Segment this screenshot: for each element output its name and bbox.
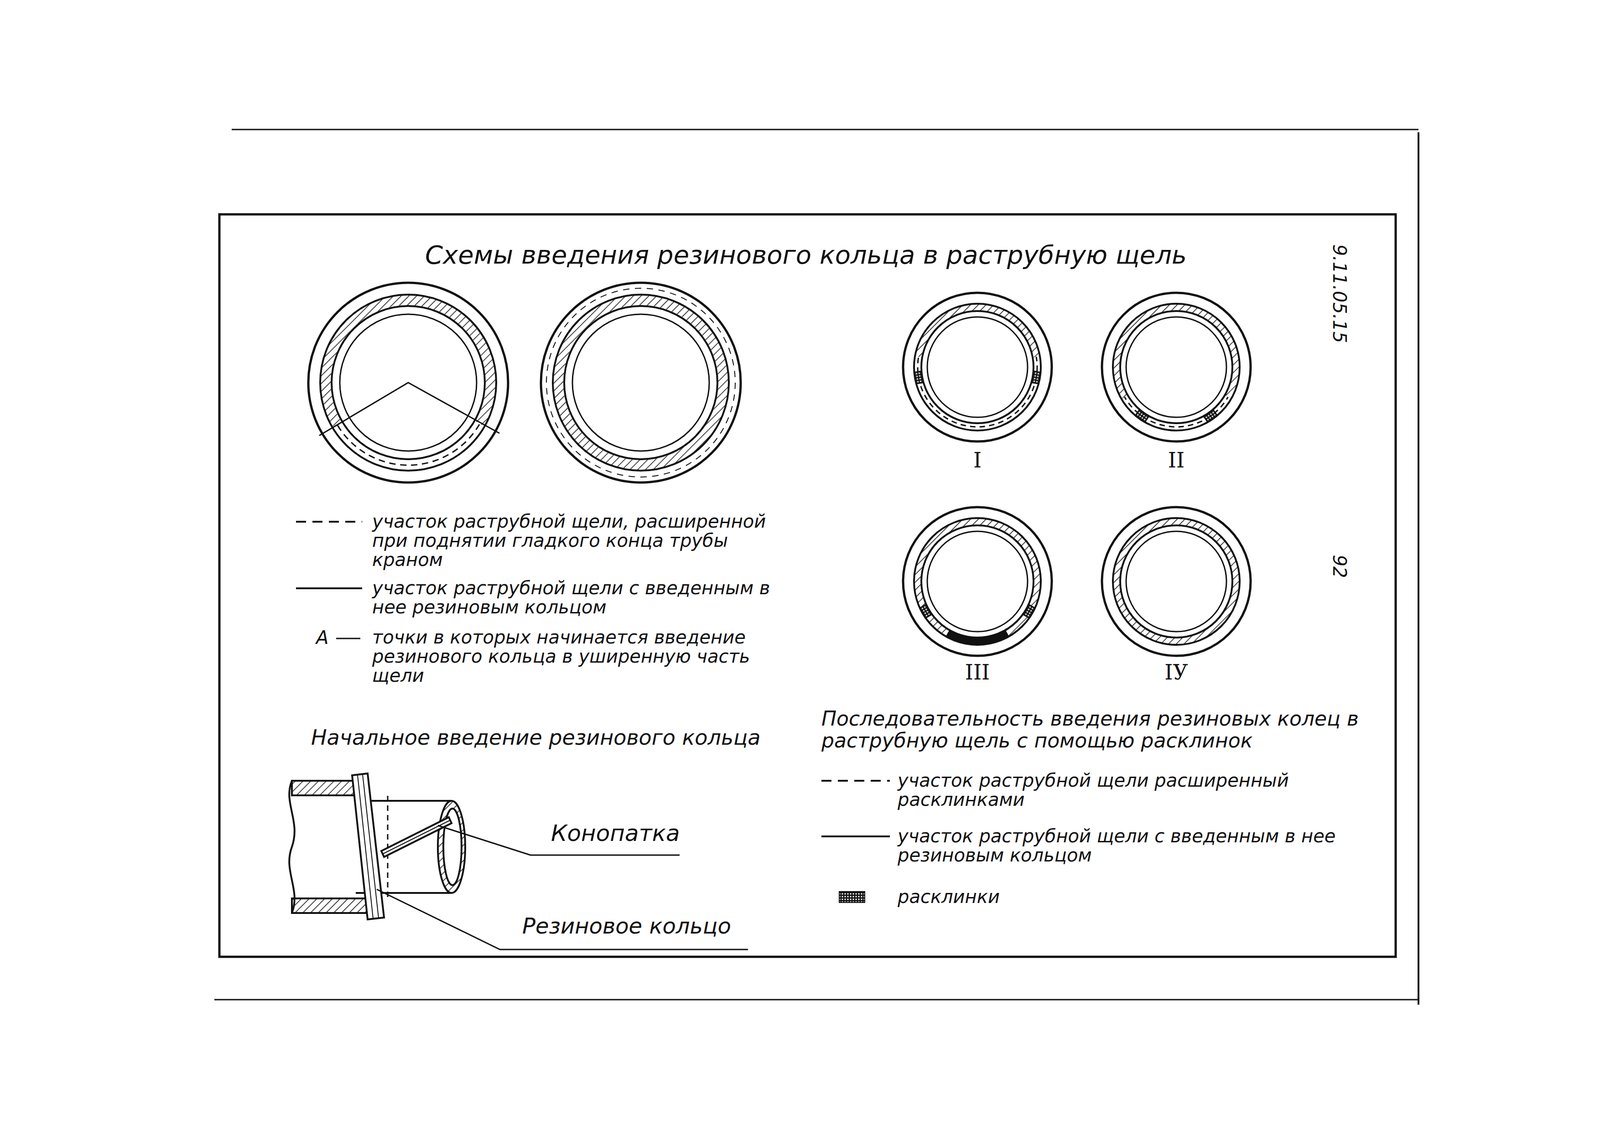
part-label: Конопатка bbox=[550, 820, 681, 847]
joint-section-symbol bbox=[899, 503, 1055, 660]
pipe-section-one bbox=[308, 282, 509, 483]
sequence-step-circle: II bbox=[1098, 289, 1254, 445]
legend-item: участок раструбной щели с введенным в не… bbox=[897, 826, 1382, 865]
legend-sample bbox=[296, 511, 363, 531]
figure-caption: Начальное введение резинового кольца bbox=[311, 726, 761, 750]
legend-text: участок раструбной щели с введенным в не… bbox=[372, 577, 770, 618]
legend-sample bbox=[296, 578, 363, 598]
label-text: 9.11.05.15 bbox=[1329, 244, 1351, 343]
legend-letter: А bbox=[316, 627, 329, 648]
legend-sample bbox=[821, 770, 890, 790]
legend-item: точки в которых начинается введение рези… bbox=[372, 627, 801, 686]
joint-section-symbol bbox=[899, 289, 1055, 445]
legend-sample bbox=[838, 887, 866, 907]
joint-section-symbol bbox=[1098, 503, 1254, 660]
step-number: III bbox=[899, 660, 1055, 685]
legend-text: участок раструбной щели расширенный раск… bbox=[897, 769, 1289, 811]
joint-illustration bbox=[289, 773, 466, 920]
label-text: Последовательность введения резиновых ко… bbox=[821, 706, 1359, 753]
label-text: Конопатка bbox=[550, 820, 681, 847]
legend-text: участок раструбной щели с введенным в не… bbox=[897, 825, 1336, 866]
label-text: Резиновое кольцо bbox=[522, 913, 732, 939]
legend-item: участок раструбной щели с введенным в не… bbox=[372, 578, 801, 617]
legend-item: участок раструбной щели расширенный раск… bbox=[897, 770, 1382, 810]
label-text: А bbox=[316, 627, 329, 649]
sheet-code: 9.11.05.15 bbox=[1329, 244, 1350, 343]
sequence-step-circle: IУ bbox=[1098, 503, 1254, 660]
page-number: 92 bbox=[1329, 555, 1350, 579]
step-number: IУ bbox=[1098, 660, 1254, 685]
legend-text: точки в которых начинается введение рези… bbox=[372, 626, 750, 686]
legend-heading: Последовательность введения резиновых ко… bbox=[821, 707, 1360, 753]
legend-text: участок раструбной щели, расширенной при… bbox=[372, 510, 766, 571]
sequence-step-circle: III bbox=[899, 503, 1055, 660]
pipe-section-two bbox=[540, 282, 741, 483]
title-text: Схемы введения резинового кольца в растр… bbox=[425, 239, 1187, 270]
legend-item: расклинки bbox=[897, 887, 1217, 907]
step-number: I bbox=[899, 448, 1055, 473]
part-label: Резиновое кольцо bbox=[522, 914, 732, 939]
legend-sample bbox=[821, 826, 890, 846]
label-text: 92 bbox=[1329, 555, 1351, 579]
diagram-title: Схемы введения резинового кольца в растр… bbox=[425, 240, 1187, 270]
legend-text: расклинки bbox=[897, 886, 1000, 908]
label-text: Начальное введение резинового кольца bbox=[311, 725, 761, 750]
step-number: II bbox=[1098, 448, 1254, 473]
joint-section-symbol bbox=[1098, 289, 1254, 445]
sequence-step-circle: I bbox=[899, 289, 1055, 445]
page-frame bbox=[214, 129, 1419, 1005]
legend-item: участок раструбной щели, расширенной при… bbox=[372, 511, 801, 570]
